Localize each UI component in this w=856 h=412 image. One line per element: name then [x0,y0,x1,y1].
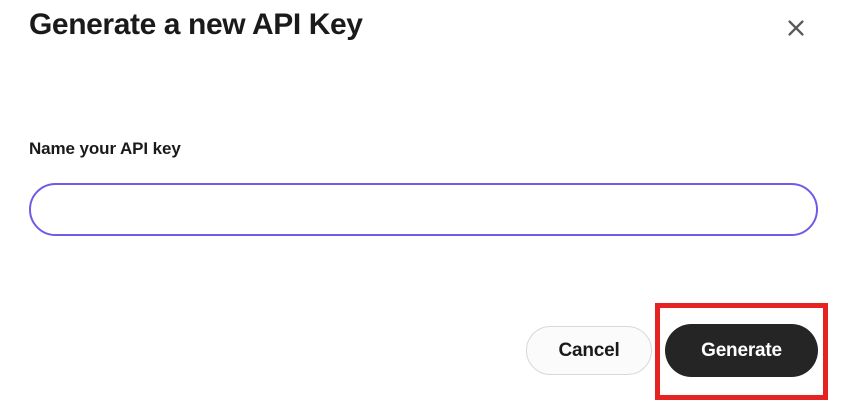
api-key-name-input[interactable] [29,183,818,236]
api-key-name-field-group: Name your API key [29,137,818,236]
close-icon [785,17,807,39]
cancel-button[interactable]: Cancel [526,326,652,375]
page-title: Generate a new API Key [29,8,363,41]
close-button[interactable] [779,11,812,44]
dialog-header: Generate a new API Key [0,0,856,56]
api-key-name-label: Name your API key [29,139,181,158]
generate-button[interactable]: Generate [665,324,818,377]
dialog-actions: Cancel Generate [0,324,856,380]
